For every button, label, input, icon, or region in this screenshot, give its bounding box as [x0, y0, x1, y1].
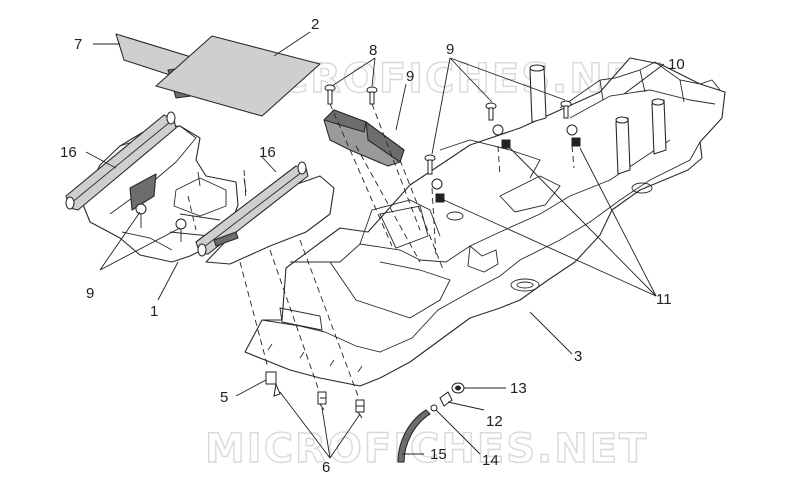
part-16-strip-left [65, 111, 177, 211]
callout-15: 15 [430, 446, 447, 463]
callout-labels: 7 2 8 9 9 10 16 16 9 1 11 3 5 6 13 12 14… [60, 16, 685, 476]
part-2-pad [155, 35, 321, 117]
nuts-11 [435, 137, 581, 203]
leader-lines [85, 31, 665, 459]
screws-5 [324, 84, 378, 105]
part-16-strip-right [195, 161, 335, 265]
callout-7: 5 [220, 389, 228, 406]
callout-8: 6 [322, 459, 330, 476]
callout-5: 8 [369, 42, 377, 59]
callout-6: 9 [406, 68, 414, 85]
callout-12: 12 [486, 413, 503, 430]
drain-fittings [397, 382, 465, 463]
part-3-undertray [244, 57, 726, 387]
callout-10: 10 [668, 56, 685, 73]
screws-9-frame [424, 100, 578, 190]
callout-3: 3 [574, 348, 582, 365]
callout-9-left: 9 [86, 285, 94, 302]
watermark-bottom: MICROFICHES.NET [205, 426, 648, 472]
callout-14: 14 [482, 452, 499, 469]
callout-1: 1 [150, 303, 158, 320]
callout-16-right: 16 [259, 144, 276, 161]
part-6-cover [323, 109, 405, 167]
callout-9-top: 9 [446, 41, 454, 58]
clips-8 [265, 371, 365, 419]
assembly-lines [187, 103, 575, 397]
callout-4: 7 [74, 36, 82, 53]
callout-11: 11 [656, 291, 672, 308]
callout-13: 13 [510, 380, 527, 397]
callout-16-left: 16 [60, 144, 77, 161]
callout-2: 2 [311, 16, 319, 33]
